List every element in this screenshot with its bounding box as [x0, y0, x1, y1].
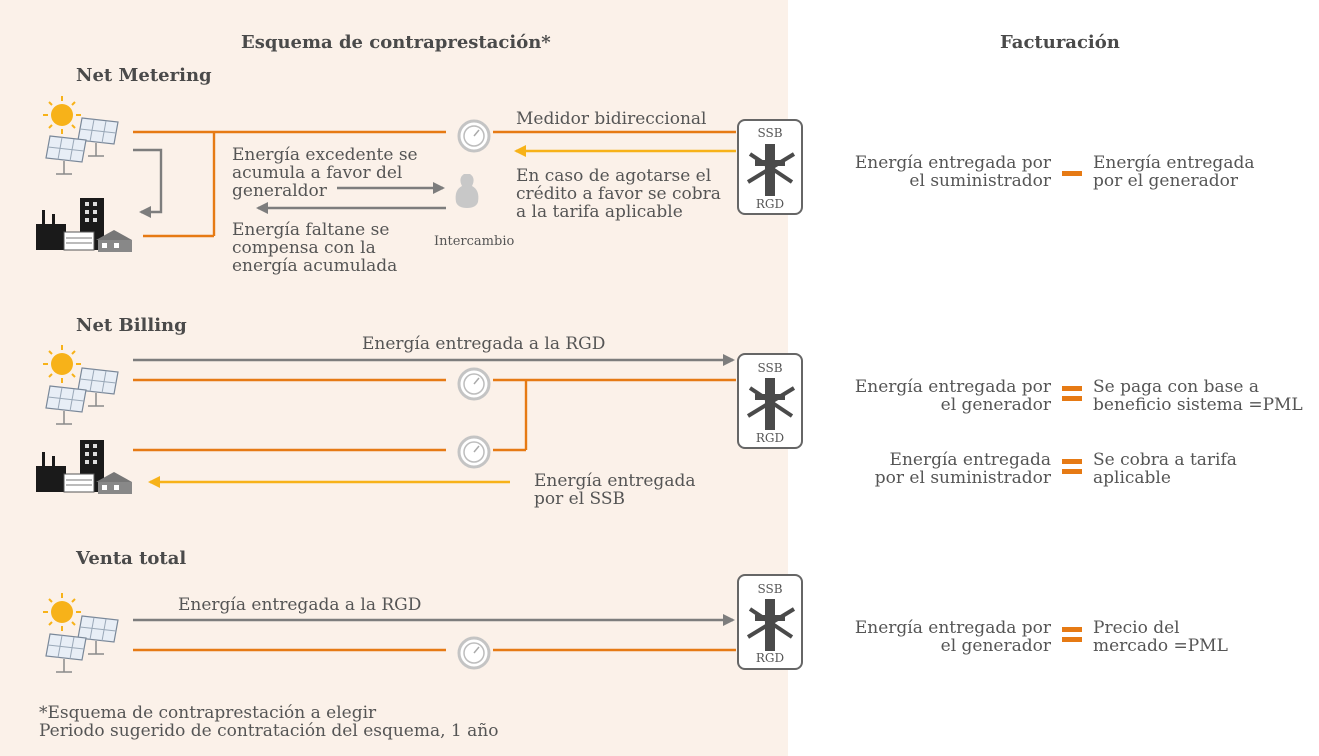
solar-panel-icon — [45, 385, 87, 425]
equals-sign-bottom — [1062, 469, 1082, 474]
sun-icon — [42, 344, 82, 384]
billing-vt-left: Energía entregada por el generador — [854, 618, 1051, 656]
missing-energy-text: Energía faltane se compensa con la energ… — [232, 220, 398, 276]
sun-icon — [42, 95, 82, 135]
delivered-rgd-label: Energía entregada a la RGD — [178, 595, 422, 615]
ssb-label: SSB — [757, 361, 783, 375]
meter-label: Medidor bidireccional — [516, 109, 707, 129]
billing-nb1-right: Se paga con base a beneficio sistema =PM… — [1093, 377, 1303, 415]
billing-nb1-left: Energía entregada por el generador — [854, 377, 1051, 415]
scheme-title: Esquema de contraprestación* — [241, 32, 551, 53]
venta-total-title: Venta total — [76, 548, 187, 569]
exchange-label: Intercambio — [434, 234, 515, 249]
sun-icon — [42, 592, 82, 632]
equals-sign-bottom — [1062, 637, 1082, 642]
billing-nm-right: Energía entregada por el generador — [1093, 153, 1255, 191]
ssb-label: SSB — [757, 126, 783, 140]
delivered-rgd-label: Energía entregada a la RGD — [362, 334, 606, 354]
billing-nb2-left: Energía entregada por el suministrador — [874, 450, 1051, 488]
solar-panel-icon — [45, 135, 87, 175]
equals-sign-top — [1062, 627, 1082, 632]
billing-nm-left: Energía entregada por el suministrador — [854, 153, 1051, 191]
billing-title: Facturación — [1000, 32, 1120, 53]
equals-sign-top — [1062, 459, 1082, 464]
excess-energy-text: Energía excedente se acumula a favor del… — [232, 145, 418, 201]
equals-sign-bottom — [1062, 396, 1082, 401]
credit-text: En caso de agotarse el crédito a favor s… — [516, 166, 721, 222]
meter-icon — [457, 367, 491, 401]
meter-icon — [457, 435, 491, 469]
solar-panel-icon — [45, 633, 87, 673]
net-billing-title: Net Billing — [76, 315, 187, 336]
billing-nb2-right: Se cobra a tarifa aplicable — [1093, 450, 1237, 488]
meter-icon — [457, 636, 491, 670]
delivered-ssb-label: Energía entregada por el SSB — [534, 471, 696, 509]
billing-vt-right: Precio del mercado =PML — [1093, 618, 1228, 656]
rgd-label: RGD — [755, 431, 785, 445]
ssb-label: SSB — [757, 582, 783, 596]
net-metering-title: Net Metering — [76, 65, 212, 86]
meter-icon — [457, 119, 491, 153]
rgd-label: RGD — [755, 197, 785, 211]
factory-icon — [35, 197, 133, 253]
factory-icon — [35, 439, 133, 495]
minus-sign — [1062, 171, 1082, 176]
money-bag-icon — [455, 174, 479, 208]
equals-sign-top — [1062, 386, 1082, 391]
rgd-label: RGD — [755, 651, 785, 665]
footnote-line-1: *Esquema de contraprestación a elegir — [39, 703, 377, 723]
scheme-panel — [0, 0, 788, 756]
footnote-line-2: Periodo sugerido de contratación del esq… — [39, 721, 499, 741]
